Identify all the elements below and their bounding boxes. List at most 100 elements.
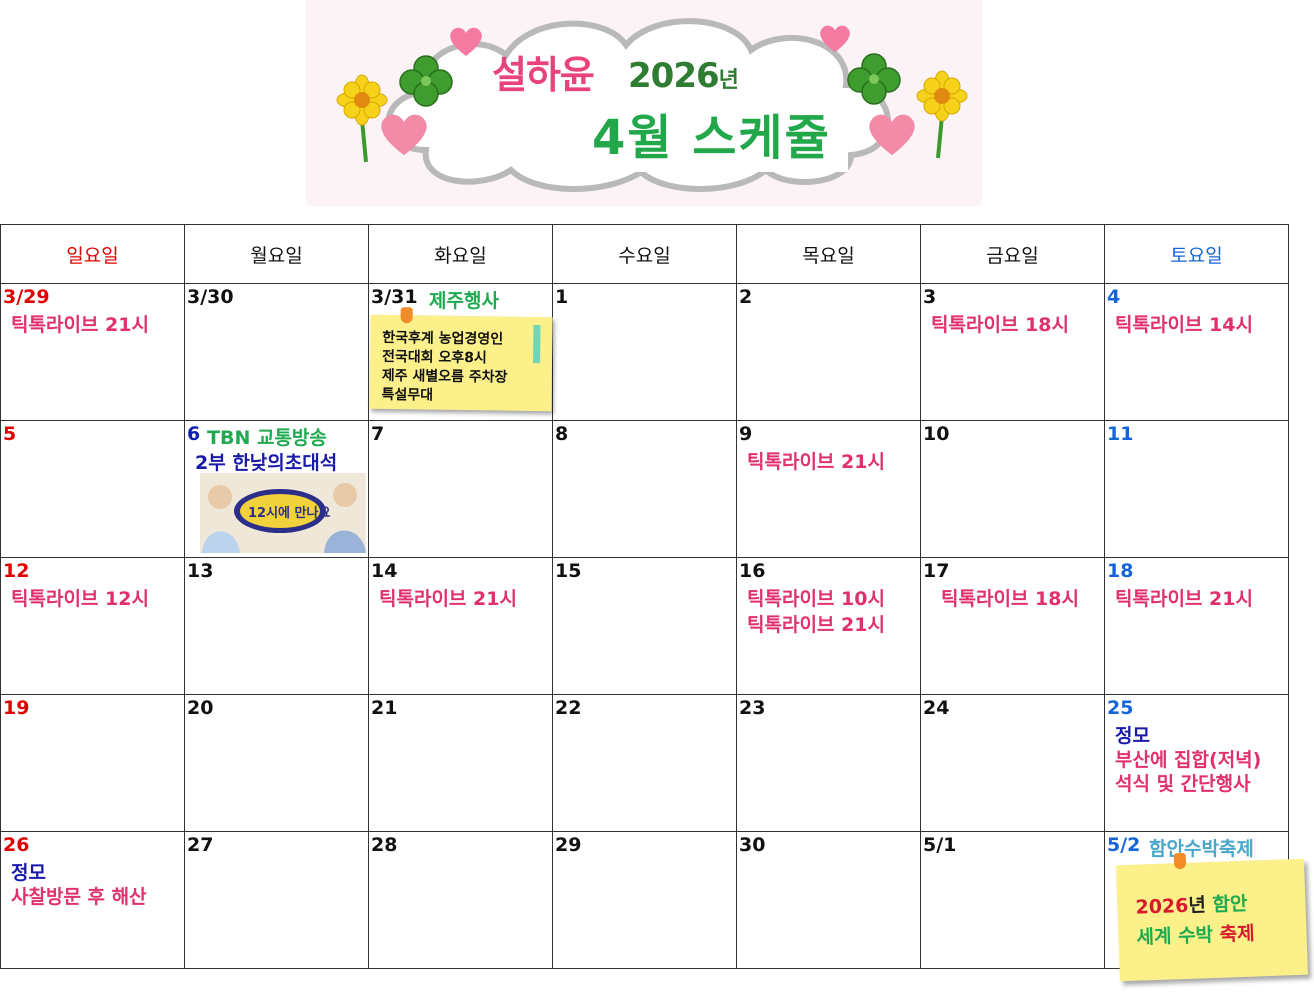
week-row: 3/29 틱톡라이브 21시 3/30 3/31 제주행사 1 2 3 틱톡라이… (0, 283, 1289, 421)
day-number: 29 (555, 834, 582, 856)
day-number: 22 (555, 697, 582, 719)
day-cell[interactable]: 27 (184, 831, 369, 969)
program-thumbnail: 12시에 만나요 (200, 473, 366, 553)
sticky-year-suffix: 년 (1187, 894, 1207, 917)
day-cell[interactable]: 5 (0, 420, 185, 558)
tape-icon (533, 325, 541, 364)
event-label: 석식 및 간단행사 (1115, 773, 1251, 795)
day-number: 2 (739, 286, 753, 308)
sticky-line: 세계 수박 축제 (1136, 917, 1307, 953)
year-title: 2026년 (628, 56, 739, 96)
day-cell[interactable]: 3/30 (184, 283, 369, 421)
day-number: 12 (3, 560, 30, 582)
day-cell[interactable]: 12 틱톡라이브 12시 (0, 557, 185, 695)
event-tag: 제주행사 (429, 290, 499, 312)
day-cell[interactable]: 10 (920, 420, 1105, 558)
heart-icon (869, 114, 915, 156)
day-cell[interactable]: 13 (184, 557, 369, 695)
week-row: 26 정모 사찰방문 후 해산 27 28 29 30 5/1 5/2 함안수박… (0, 831, 1289, 969)
day-number: 5 (3, 423, 17, 445)
year-suffix: 년 (718, 68, 739, 93)
sticky-line: 전국대회 오후8시 (381, 348, 487, 367)
day-number: 11 (1107, 423, 1134, 445)
day-cell[interactable]: 28 (368, 831, 553, 969)
day-number: 8 (555, 423, 569, 445)
sticky-line: 제주 새별오름 주차장 (381, 367, 508, 386)
day-cell[interactable]: 14 틱톡라이브 21시 (368, 557, 553, 695)
day-cell[interactable]: 29 (552, 831, 737, 969)
day-number: 5/1 (923, 834, 957, 856)
day-number: 7 (371, 423, 385, 445)
day-cell[interactable]: 15 (552, 557, 737, 695)
event-label: 정모 (11, 862, 46, 884)
day-number: 13 (187, 560, 214, 582)
weekday-saturday: 토요일 (1104, 224, 1289, 284)
day-number: 24 (923, 697, 950, 719)
weekday-wednesday: 수요일 (552, 224, 737, 284)
day-cell[interactable]: 1 (552, 283, 737, 421)
day-cell[interactable]: 4 틱톡라이브 14시 (1104, 283, 1289, 421)
sunflower-icon (336, 74, 388, 163)
event-label: 틱톡라이브 21시 (747, 451, 885, 473)
day-cell[interactable]: 2 (736, 283, 921, 421)
day-number: 16 (739, 560, 766, 582)
day-cell[interactable]: 22 (552, 694, 737, 832)
day-cell[interactable]: 8 (552, 420, 737, 558)
sticky-line: 한국후계 농업경영인 (382, 329, 504, 348)
event-label: 부산에 집합(저녁) (1115, 749, 1262, 771)
day-number: 17 (923, 560, 950, 582)
weekday-sunday: 일요일 (0, 224, 185, 284)
day-cell[interactable]: 11 (1104, 420, 1289, 558)
day-cell[interactable]: 16 틱톡라이브 10시 틱톡라이브 21시 (736, 557, 921, 695)
heart-icon (381, 114, 427, 156)
day-cell[interactable]: 5/1 (920, 831, 1105, 969)
header-banner: 설하윤 2026년 4월 스케쥴 (306, 0, 982, 206)
day-cell[interactable]: 23 (736, 694, 921, 832)
artist-name: 설하윤 (492, 53, 595, 97)
thumbnail-text: 12시에 만나요 (248, 506, 331, 521)
day-number: 10 (923, 423, 950, 445)
weekday-tuesday: 화요일 (368, 224, 553, 284)
heart-icon (820, 25, 850, 53)
day-number: 18 (1107, 560, 1134, 582)
day-number: 3/30 (187, 286, 234, 308)
event-label: 틱톡라이브 18시 (931, 314, 1069, 336)
sticky-festival: 세계 수박 (1136, 923, 1214, 949)
sunflower-icon (916, 70, 968, 159)
day-number: 3 (923, 286, 937, 308)
event-label: 틱톡라이브 21시 (747, 614, 885, 636)
day-cell[interactable]: 9 틱톡라이브 21시 (736, 420, 921, 558)
event-label: 틱톡라이브 14시 (1115, 314, 1253, 336)
day-cell[interactable]: 30 (736, 831, 921, 969)
day-number: 27 (187, 834, 214, 856)
weekday-thursday: 목요일 (736, 224, 921, 284)
day-number: 30 (739, 834, 766, 856)
day-number: 25 (1107, 697, 1134, 719)
day-cell[interactable]: 20 (184, 694, 369, 832)
day-cell[interactable]: 7 (368, 420, 553, 558)
sticky-note-haman: 2026년 함안 세계 수박 축제 (1116, 852, 1308, 982)
day-number: 23 (739, 697, 766, 719)
day-number: 15 (555, 560, 582, 582)
event-label: 사찰방문 후 해산 (11, 886, 147, 908)
pin-icon (400, 307, 413, 324)
event-label: 틱톡라이브 10시 (747, 588, 885, 610)
day-cell[interactable]: 25 정모 부산에 집합(저녁) 석식 및 간단행사 (1104, 694, 1289, 832)
week-row: 19 20 21 22 23 24 25 정모 부산에 집합(저녁) 석식 및 … (0, 694, 1289, 832)
day-cell[interactable]: 3 틱톡라이브 18시 (920, 283, 1105, 421)
day-cell[interactable]: 18 틱톡라이브 21시 (1104, 557, 1289, 695)
day-number: 14 (371, 560, 398, 582)
day-number: 3/31 (371, 286, 418, 308)
day-cell[interactable]: 3/29 틱톡라이브 21시 (0, 283, 185, 421)
day-cell[interactable]: 17 틱톡라이브 18시 (920, 557, 1105, 695)
day-cell[interactable]: 21 (368, 694, 553, 832)
weekday-monday: 월요일 (184, 224, 369, 284)
day-cell[interactable]: 24 (920, 694, 1105, 832)
day-cell[interactable]: 19 (0, 694, 185, 832)
sticky-note-jeju: 한국후계 농업경영인 전국대회 오후8시 제주 새별오름 주차장 특설무대 (369, 307, 553, 412)
day-number: 6 (187, 423, 201, 445)
day-cell[interactable]: 26 정모 사찰방문 후 해산 (0, 831, 185, 969)
sticky-place: 함안 (1212, 892, 1248, 916)
event-label: 틱톡라이브 21시 (1115, 588, 1253, 610)
year-number: 2026 (628, 56, 720, 96)
